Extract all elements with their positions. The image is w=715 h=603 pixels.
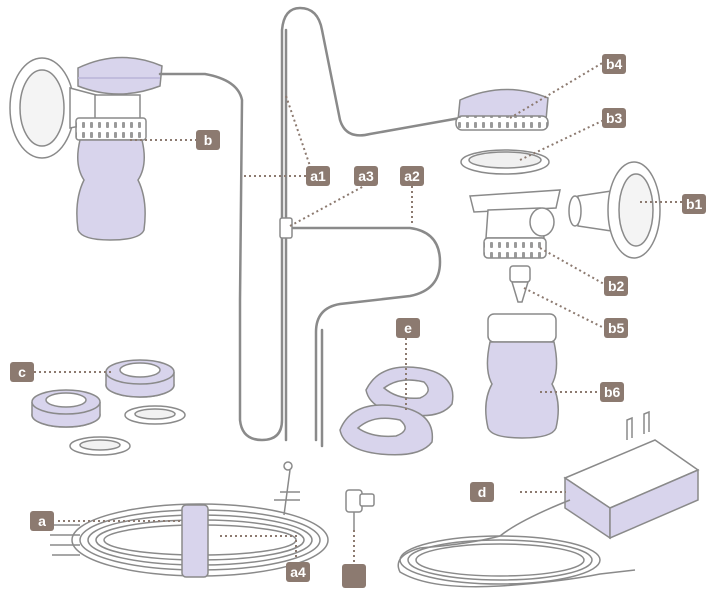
label-b3: b3 xyxy=(602,108,627,128)
label-d: d xyxy=(470,482,494,502)
bottle-b6 xyxy=(485,313,559,439)
tube-a2 xyxy=(286,226,442,448)
breast-shield-b1 xyxy=(568,161,661,259)
label-a4: a4 xyxy=(286,562,310,582)
tube-connector-a3 xyxy=(279,217,293,239)
tube-adapter xyxy=(345,489,375,530)
caps-and-membranes-c xyxy=(31,359,186,456)
valve-cap-b4 xyxy=(455,88,549,131)
tubing-coil-a xyxy=(50,461,329,578)
leader-lines xyxy=(34,61,694,562)
label-c: c xyxy=(10,362,34,382)
cushions-e xyxy=(339,366,454,456)
label-e: e xyxy=(396,318,420,338)
label-b2: b2 xyxy=(604,276,629,296)
label-blank xyxy=(342,564,366,588)
label-b: b xyxy=(196,130,220,150)
label-a2: a2 xyxy=(400,166,424,186)
label-a3: a3 xyxy=(354,166,378,186)
power-adapter-d xyxy=(397,410,700,588)
label-b5: b5 xyxy=(604,318,629,338)
label-a1: a1 xyxy=(306,166,330,186)
label-b6: b6 xyxy=(600,382,625,402)
label-b4: b4 xyxy=(602,54,627,74)
duckbill-valve-b5 xyxy=(509,265,531,303)
label-b1: b1 xyxy=(682,194,707,214)
assembled-pump xyxy=(9,56,163,241)
valve-body-b2 xyxy=(469,189,561,259)
label-a: a xyxy=(30,511,54,531)
membrane-b3 xyxy=(460,149,550,175)
